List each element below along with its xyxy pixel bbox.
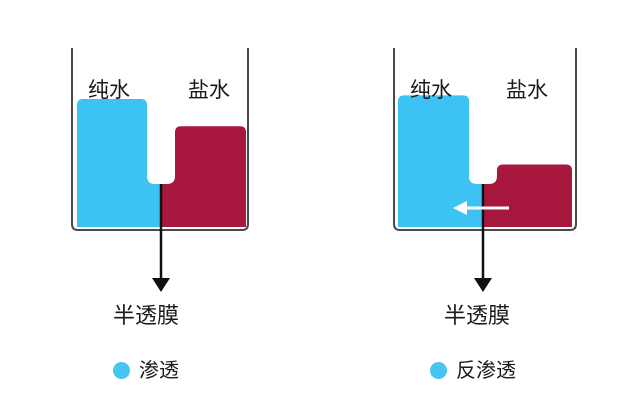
legend-dot bbox=[430, 361, 447, 379]
osmosis-panel: 纯水 盐水 半透膜 渗透 bbox=[71, 48, 249, 380]
legend-reverse-osmosis: 反渗透 bbox=[430, 360, 516, 380]
pure-water-body bbox=[77, 98, 161, 228]
legend-osmosis: 渗透 bbox=[113, 360, 179, 380]
reverse-osmosis-container-drawing bbox=[393, 48, 577, 292]
pure-water-label: 纯水 bbox=[88, 78, 130, 102]
pure-water-body bbox=[398, 95, 483, 227]
legend-dot bbox=[113, 361, 130, 379]
salt-water-label: 盐水 bbox=[188, 78, 230, 102]
pure-water-label: 纯水 bbox=[410, 78, 452, 102]
reverse-flow-arrow-head bbox=[453, 201, 467, 215]
reverse-osmosis-panel: 纯水 盐水 半透膜 反渗透 bbox=[316, 0, 632, 416]
salt-water-body bbox=[483, 164, 572, 227]
container-outline bbox=[393, 48, 577, 231]
membrane-caption: 半透膜 bbox=[113, 304, 180, 329]
osmosis-container-drawing bbox=[71, 48, 249, 292]
legend-label: 反渗透 bbox=[456, 358, 516, 382]
salt-water-body bbox=[161, 126, 246, 227]
salt-water-label: 盐水 bbox=[506, 78, 548, 102]
legend-label: 渗透 bbox=[139, 358, 179, 382]
membrane-pointer-arrow-head bbox=[474, 278, 492, 292]
membrane-caption: 半透膜 bbox=[444, 304, 511, 329]
membrane-pointer-arrow-head bbox=[152, 278, 170, 292]
